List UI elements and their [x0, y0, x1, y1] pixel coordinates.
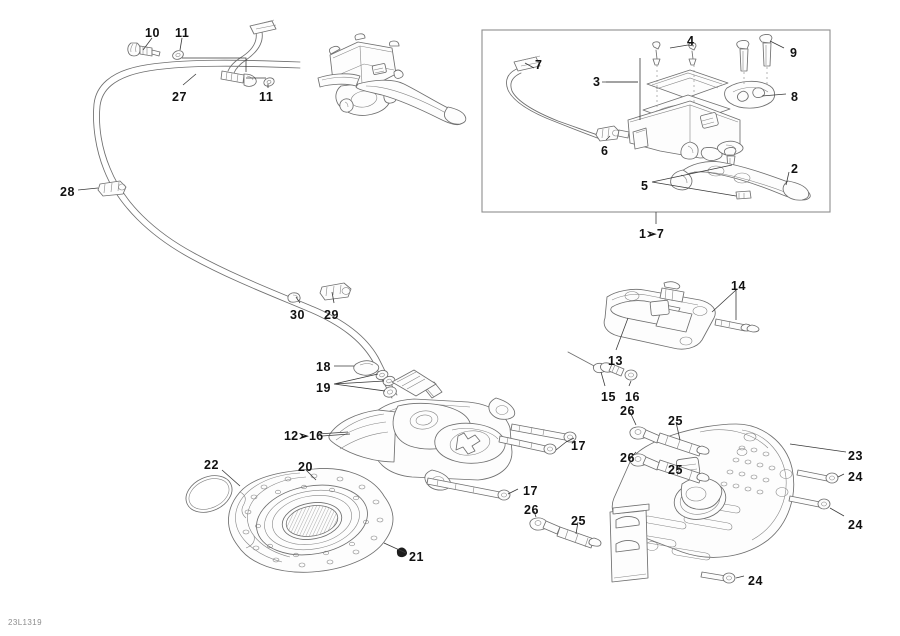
part-label-25-b: 25: [668, 463, 684, 477]
part-label-21: 21: [409, 550, 425, 564]
part-label-9: 9: [790, 46, 798, 60]
part-label-13: 13: [608, 354, 624, 368]
part-label-11-upper: 11: [175, 26, 190, 40]
part-label-29: 29: [324, 308, 340, 322]
part-label-26-b: 26: [620, 451, 636, 465]
part-label-20: 20: [298, 460, 314, 474]
part-label-25-c: 25: [571, 514, 587, 528]
part-label-4: 4: [687, 34, 695, 48]
part-label-16: 16: [625, 390, 641, 404]
part-label-28: 28: [60, 185, 76, 199]
part-label-12-to-16: 12➢16: [284, 429, 324, 443]
part-label-26-a: 26: [620, 404, 636, 418]
part-label-24-a: 24: [848, 470, 864, 484]
part-label-17-upper: 17: [571, 439, 587, 453]
part-label-14: 14: [731, 279, 747, 293]
drawing-code: 23L1319: [8, 618, 42, 627]
part-label-24-b: 24: [848, 518, 864, 532]
part-label-3: 3: [593, 75, 601, 89]
part-label-25-a: 25: [668, 414, 684, 428]
part-label-6: 6: [601, 144, 609, 158]
part-label-11-lower: 11: [259, 90, 274, 104]
part-label-7: 7: [535, 58, 543, 72]
part-label-10: 10: [145, 26, 161, 40]
part-label-19: 19: [316, 381, 332, 395]
callout-box-group-label: 1➢7: [639, 227, 664, 241]
part-label-2: 2: [791, 162, 799, 176]
part-label-8: 8: [791, 90, 799, 104]
part-label-15: 15: [601, 390, 617, 404]
part-label-22: 22: [204, 458, 220, 472]
part-label-5: 5: [641, 179, 649, 193]
part-label-18: 18: [316, 360, 332, 374]
part-label-27: 27: [172, 90, 188, 104]
part-label-17-lower: 17: [523, 484, 539, 498]
part-label-23: 23: [848, 449, 864, 463]
part-label-26-c: 26: [524, 503, 540, 517]
part-label-24-c: 24: [748, 574, 764, 588]
part-label-30: 30: [290, 308, 306, 322]
